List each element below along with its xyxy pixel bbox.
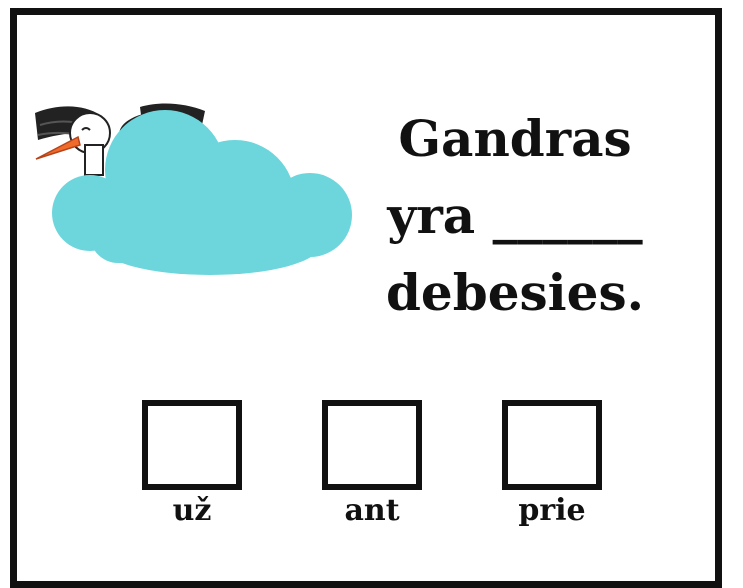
checkbox-uz[interactable] bbox=[142, 400, 242, 490]
checkbox-ant[interactable] bbox=[322, 400, 422, 490]
option-label-ant: ant bbox=[344, 493, 400, 528]
sentence-line-3: debesies. bbox=[385, 263, 645, 322]
answer-options: už ant prie bbox=[0, 400, 743, 540]
worksheet-card bbox=[10, 8, 722, 588]
sentence-line-1: Gandras bbox=[398, 109, 632, 168]
checkbox-prie[interactable] bbox=[502, 400, 602, 490]
option-label-prie: prie bbox=[518, 493, 586, 528]
option-ant: ant bbox=[317, 400, 427, 528]
stork-behind-cloud-icon bbox=[35, 103, 352, 275]
option-uz: už bbox=[137, 400, 247, 528]
sentence-line-2: yra ______ bbox=[387, 186, 643, 245]
cloud-icon bbox=[52, 110, 352, 275]
question-sentence: Gandras yra ______ debesies. bbox=[365, 100, 665, 331]
option-prie: prie bbox=[497, 400, 607, 528]
option-label-uz: už bbox=[172, 493, 212, 528]
